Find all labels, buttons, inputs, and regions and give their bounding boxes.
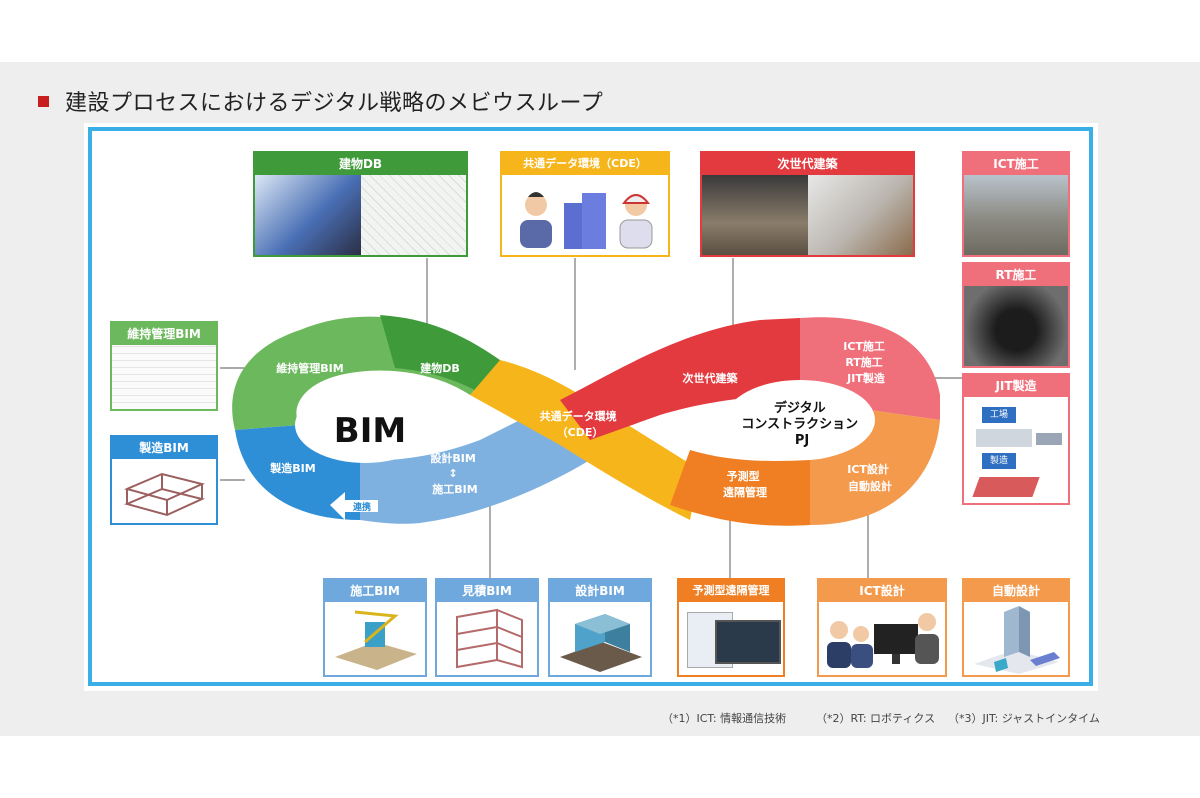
- card-estimate-bim: 見積BIM: [435, 578, 539, 677]
- warehouse-photo: [702, 175, 808, 255]
- card-predictive: 予測型遠隔管理: [677, 578, 785, 677]
- card-title: ICT設計: [819, 580, 945, 602]
- card-title: 自動設計: [964, 580, 1068, 602]
- construction-site-photo: [964, 175, 1068, 255]
- loop-segment-ict-rt-jit: [800, 317, 940, 420]
- tower-model-icon: [974, 606, 1060, 674]
- loop-segment-next-gen: [560, 318, 800, 440]
- maintenance-screen-image: [112, 345, 216, 409]
- card-title: 建物DB: [255, 153, 466, 175]
- segment-label-predictive: 予測型 遠隔管理: [723, 469, 767, 499]
- card-ict-design: ICT設計: [817, 578, 947, 677]
- loop-center-right: [725, 380, 875, 460]
- card-image: [964, 602, 1068, 675]
- card-cde: 共通データ環境（CDE）: [500, 151, 670, 257]
- card-image: [112, 459, 216, 523]
- card-manufacturing-bim: 製造BIM: [110, 435, 218, 525]
- card-rt-construction: RT施工: [962, 262, 1070, 368]
- card-title: 予測型遠隔管理: [679, 580, 783, 602]
- card-design-bim: 設計BIM: [548, 578, 652, 677]
- loop-segment-cde: [470, 360, 700, 520]
- database-illustration: [255, 175, 361, 255]
- segment-label-ict-design: ICT設計 自動設計: [847, 462, 893, 493]
- segment-label-design-construct: 設計BIM ↕ 施工BIM: [430, 451, 479, 496]
- card-title: 設計BIM: [550, 580, 650, 602]
- segment-label-next-gen: 次世代建築: [683, 371, 739, 385]
- center-label-digital: デジタル コンストラクション PJ: [741, 400, 862, 448]
- loop-segment-ict-design: [810, 410, 940, 525]
- card-title: 維持管理BIM: [112, 323, 216, 345]
- team-monitor-icon: [827, 613, 939, 668]
- card-jit: JIT製造 工場 製造: [962, 373, 1070, 505]
- loop-center-left: [295, 387, 435, 463]
- frame-model-icon: [456, 608, 523, 669]
- steel-frame-icon: [123, 472, 206, 517]
- page-title: 建設プロセスにおけるデジタル戦略のメビウスループ: [65, 91, 604, 116]
- card-image: [819, 602, 945, 675]
- monitor-dashboard-icon: [715, 620, 781, 664]
- robot-photo: [964, 286, 1068, 366]
- factory-icon: [976, 429, 1032, 447]
- jit-illustration: 工場 製造: [964, 397, 1068, 503]
- page-title-row: 建設プロセスにおけるデジタル戦略のメビウスループ: [38, 86, 603, 116]
- segment-label-maintenance: 維持管理BIM: [276, 361, 343, 375]
- card-title: 施工BIM: [325, 580, 425, 602]
- card-title: 見積BIM: [437, 580, 537, 602]
- card-image: [679, 602, 783, 675]
- card-building-db: 建物DB: [253, 151, 468, 257]
- card-title: RT施工: [964, 264, 1068, 286]
- card-image: [325, 602, 425, 675]
- loop-segment-predictive: [670, 450, 810, 526]
- loop-segment-building-db: [380, 315, 500, 405]
- card-next-gen: 次世代建築: [700, 151, 915, 257]
- link-arrow-label: 連携: [353, 501, 371, 513]
- card-auto-design: 自動設計: [962, 578, 1070, 677]
- loop-segment-manufacturing: [235, 425, 360, 520]
- segment-label-manufacturing: 製造BIM: [269, 461, 315, 475]
- card-construction-bim: 施工BIM: [323, 578, 427, 677]
- card-image: [550, 602, 650, 675]
- center-label-bim: BIM: [334, 411, 406, 451]
- card-title: JIT製造: [964, 375, 1068, 397]
- card-ict-construction: ICT施工: [962, 151, 1070, 257]
- title-bullet: [38, 95, 49, 107]
- card-image: [255, 175, 466, 255]
- footnote-ict: （*1）ICT: 情報通信技術: [662, 712, 787, 725]
- footnote-rt: （*2）RT: ロボティクス: [816, 712, 936, 725]
- link-arrow-icon: [330, 492, 378, 520]
- card-title: 共通データ環境（CDE）: [502, 153, 668, 175]
- card-image: [502, 175, 668, 255]
- card-title: ICT施工: [964, 153, 1068, 175]
- components-icon: [972, 477, 1040, 497]
- segment-label-ict-rt-jit: ICT施工 RT施工 JIT製造: [843, 339, 889, 385]
- construction-model-icon: [335, 610, 417, 670]
- card-title: 次世代建築: [702, 153, 913, 175]
- card-image: [702, 175, 913, 255]
- building-wireframe-illustration: [360, 175, 466, 255]
- jit-manufacture-label: 製造: [982, 453, 1016, 469]
- card-title: 製造BIM: [112, 437, 216, 459]
- truck-icon: [1036, 433, 1062, 445]
- card-maintenance-bim: 維持管理BIM: [110, 321, 218, 411]
- loop-segment-design-construct: [360, 400, 590, 524]
- jit-factory-label: 工場: [982, 407, 1016, 423]
- segment-label-building-db: 建物DB: [420, 361, 460, 375]
- footnote-jit: （*3）JIT: ジャストインタイム: [948, 712, 1100, 725]
- segment-label-cde: 共通データ環境 （CDE）: [540, 409, 621, 439]
- site-render-photo: [807, 175, 913, 255]
- building-model-icon: [560, 614, 642, 672]
- card-image: [437, 602, 537, 675]
- people-building-icon: [520, 192, 653, 249]
